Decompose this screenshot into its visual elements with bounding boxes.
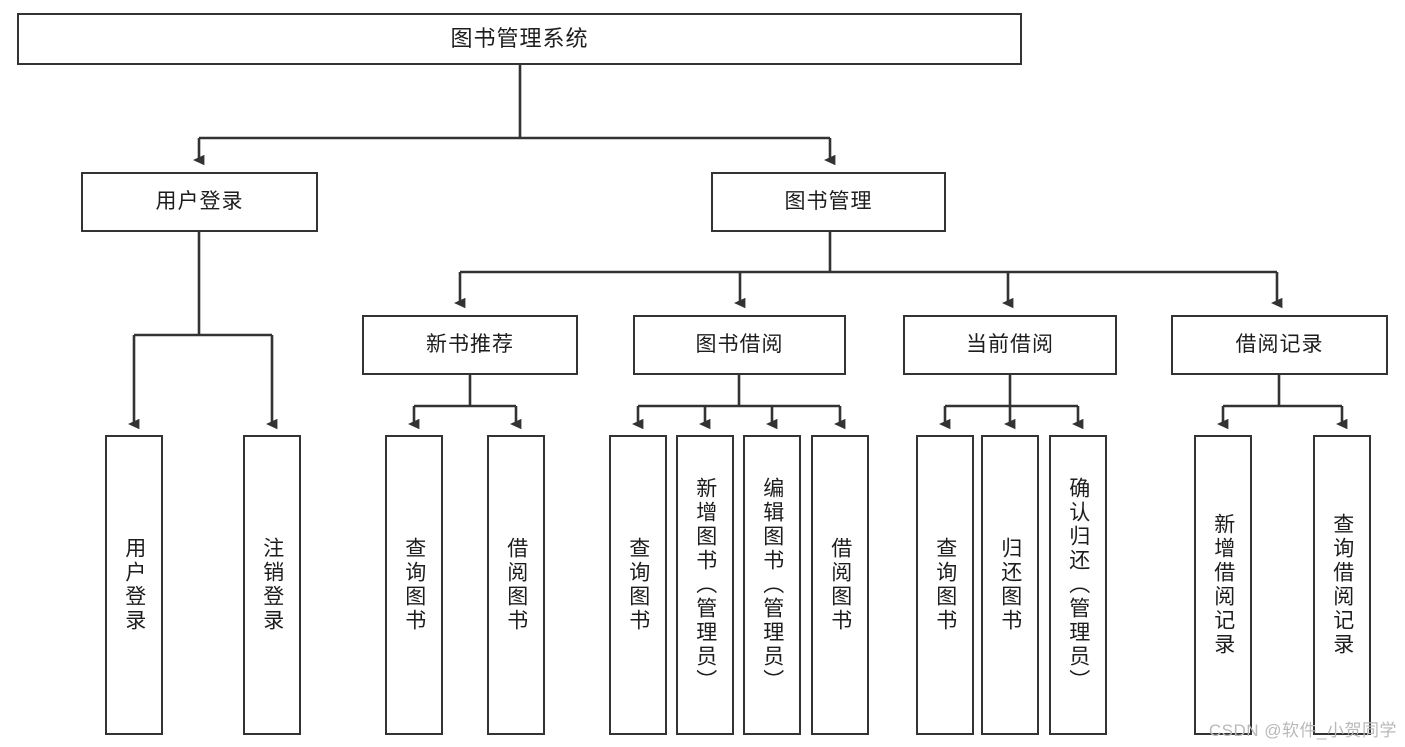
node-label: 新增借阅记录 (1211, 513, 1235, 657)
leaf-recommend-borrow-book[interactable]: 借阅图书 (487, 435, 545, 735)
leaf-borrow-edit-book-admin[interactable]: 编辑图书（管理员） (743, 435, 801, 735)
leaf-current-query-book[interactable]: 查询图书 (916, 435, 974, 735)
node-label: 用户登录 (122, 537, 146, 633)
node-label: 归还图书 (998, 537, 1022, 633)
node-label: 图书管理系统 (450, 26, 589, 52)
node-label: 查询图书 (626, 537, 650, 633)
leaf-borrow-borrow-book[interactable]: 借阅图书 (811, 435, 869, 735)
leaf-borrow-query-book[interactable]: 查询图书 (609, 435, 667, 735)
node-new-book-recommend[interactable]: 新书推荐 (362, 315, 578, 375)
leaf-user-login-signin[interactable]: 用户登录 (105, 435, 163, 735)
node-user-login[interactable]: 用户登录 (81, 172, 318, 232)
node-label: 查询借阅记录 (1330, 513, 1354, 657)
node-label: 新增图书（管理员） (693, 477, 717, 693)
node-label: 借阅图书 (504, 537, 528, 633)
node-label: 图书管理 (784, 189, 873, 213)
node-borrow-record[interactable]: 借阅记录 (1171, 315, 1388, 375)
node-label: 当前借阅 (966, 332, 1054, 356)
node-current-borrow[interactable]: 当前借阅 (903, 315, 1117, 375)
node-label: 新书推荐 (426, 332, 514, 356)
leaf-current-return-book[interactable]: 归还图书 (981, 435, 1039, 735)
leaf-recommend-query-book[interactable]: 查询图书 (385, 435, 443, 735)
node-label: 查询图书 (402, 537, 426, 633)
leaf-user-login-signout[interactable]: 注销登录 (243, 435, 301, 735)
node-root-book-management-system[interactable]: 图书管理系统 (17, 13, 1022, 65)
node-label: 用户登录 (155, 189, 244, 213)
node-book-management[interactable]: 图书管理 (711, 172, 946, 232)
leaf-borrow-add-book-admin[interactable]: 新增图书（管理员） (676, 435, 734, 735)
leaf-record-query-borrow-record[interactable]: 查询借阅记录 (1313, 435, 1371, 735)
node-label: 查询图书 (933, 537, 957, 633)
node-label: 编辑图书（管理员） (760, 477, 784, 693)
node-label: 图书借阅 (695, 332, 784, 356)
node-label: 借阅记录 (1235, 332, 1324, 356)
leaf-current-confirm-return-admin[interactable]: 确认归还（管理员） (1049, 435, 1107, 735)
node-book-borrow[interactable]: 图书借阅 (633, 315, 846, 375)
node-label: 确认归还（管理员） (1066, 477, 1090, 693)
leaf-record-add-borrow-record[interactable]: 新增借阅记录 (1194, 435, 1252, 735)
watermark: CSDN @软件_小贺同学 (1208, 721, 1397, 740)
node-label: 注销登录 (260, 537, 284, 633)
node-label: 借阅图书 (828, 537, 852, 633)
